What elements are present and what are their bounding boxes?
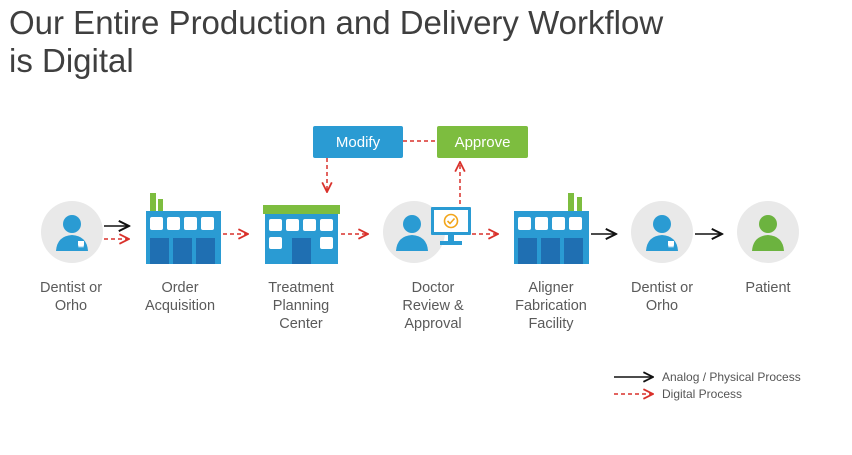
title-line-2: is Digital	[9, 42, 134, 79]
legend-analog-label: Analog / Physical Process	[662, 370, 801, 384]
approve-box: Approve	[437, 126, 528, 158]
label-line: Fabrication	[515, 298, 587, 314]
node-label-fabrication: Aligner Fabrication Facility	[496, 279, 606, 333]
label-line: Review &	[402, 298, 464, 314]
node-label-patient: Patient	[713, 279, 823, 297]
label-line: Facility	[528, 316, 574, 332]
node-label-planning: Treatment Planning Center	[246, 279, 356, 333]
planning-center-icon	[263, 205, 340, 264]
dentist-icon	[41, 201, 103, 263]
node-label-order: Order Acquisition	[125, 279, 235, 315]
patient-icon	[737, 201, 799, 263]
label-line: Patient	[745, 280, 791, 296]
modify-label: Modify	[335, 133, 381, 151]
label-line: Doctor	[411, 280, 455, 296]
modify-box: Modify	[313, 126, 403, 158]
node-label-dentist-1: Dentist or Orho	[16, 279, 126, 315]
label-line: Order	[161, 280, 199, 296]
label-line: Dentist or	[39, 280, 103, 296]
label-line: Aligner	[528, 280, 574, 296]
label-line: Planning	[272, 298, 330, 314]
title-line-1: Our Entire Production and Delivery Workf…	[9, 4, 664, 41]
label-line: Approval	[404, 316, 462, 332]
order-factory-icon	[146, 193, 221, 264]
page-title: Our Entire Production and Delivery Workf…	[9, 4, 829, 80]
label-line: Acquisition	[144, 298, 216, 314]
label-line: Dentist or	[630, 280, 694, 296]
label-line: Orho	[54, 298, 88, 314]
doctor-icon	[383, 201, 445, 263]
monitor-check-icon	[431, 207, 471, 245]
label-line: Treatment	[268, 280, 334, 296]
approve-label: Approve	[454, 133, 511, 151]
dentist-icon	[631, 201, 693, 263]
node-label-dentist-2: Dentist or Orho	[607, 279, 717, 315]
node-label-doctor: Doctor Review & Approval	[378, 279, 488, 333]
label-line: Orho	[645, 298, 679, 314]
legend-digital-label: Digital Process	[662, 387, 743, 401]
label-line: Center	[279, 316, 323, 332]
fabrication-factory-icon	[514, 193, 589, 264]
